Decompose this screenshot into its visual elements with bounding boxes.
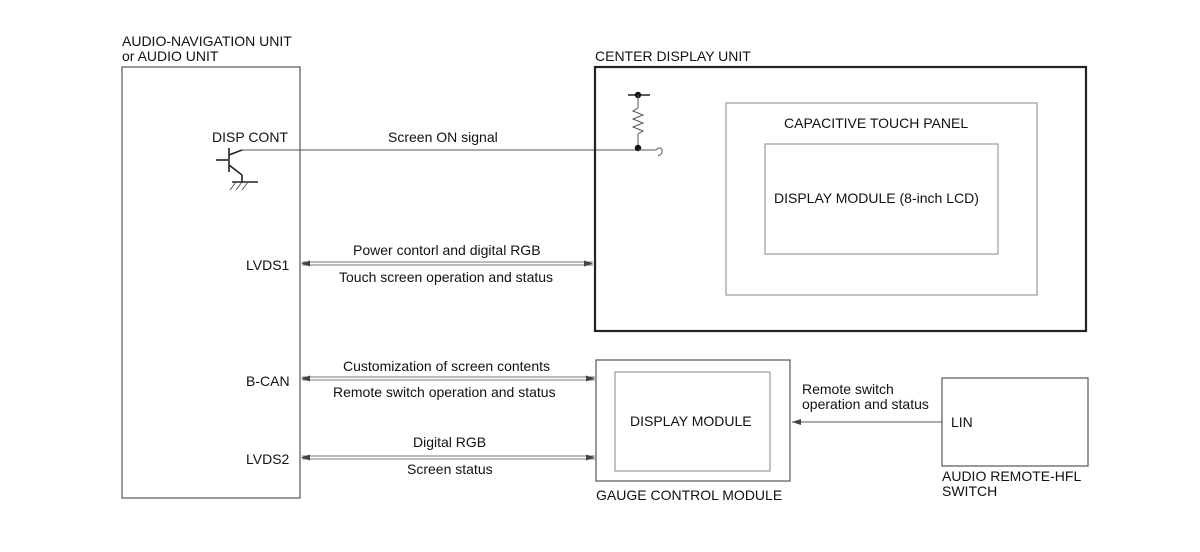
signal-customization-label: Customization of screen contents xyxy=(343,358,550,374)
center-display-unit: CENTER DISPLAY UNIT CAPACITIVE TOUCH PAN… xyxy=(593,48,1088,333)
signal-remote-switch-status-label: Remote switch operation and status xyxy=(333,384,556,400)
transistor-symbol xyxy=(216,148,258,191)
gauge-display-module-label: DISPLAY MODULE xyxy=(630,413,752,429)
signal-touch-screen-status-label: Touch screen operation and status xyxy=(339,269,553,285)
lin-link: Remote switch operation and status xyxy=(792,381,942,425)
center-display-title: CENTER DISPLAY UNIT xyxy=(595,48,751,64)
audio-remote-switch-title-line1: AUDIO REMOTE-HFL xyxy=(942,468,1081,484)
center-display-box xyxy=(593,65,1088,333)
lvds2-link: Digital RGB Screen status xyxy=(301,434,595,477)
lvds1-link: Power contorl and digital RGB Touch scre… xyxy=(301,242,593,285)
signal-screen-status-label: Screen status xyxy=(407,461,493,477)
port-bcan-label: B-CAN xyxy=(246,373,290,389)
signal-power-control-rgb-label: Power contorl and digital RGB xyxy=(353,242,541,258)
touch-panel-label: CAPACITIVE TOUCH PANEL xyxy=(784,115,968,131)
lcd-display-module-label: DISPLAY MODULE (8-inch LCD) xyxy=(774,190,979,206)
audio-nav-title-line2: or AUDIO UNIT xyxy=(122,48,219,64)
screen-on-signal-line: Screen ON signal xyxy=(242,129,638,151)
port-lvds1-label: LVDS1 xyxy=(246,257,290,273)
gauge-control-module: DISPLAY MODULE GAUGE CONTROL MODULE xyxy=(595,359,791,503)
audio-nav-title-line1: AUDIO-NAVIGATION UNIT xyxy=(122,33,292,49)
audio-remote-switch: LIN AUDIO REMOTE-HFL SWITCH xyxy=(941,377,1089,499)
lcd-display-module-box xyxy=(764,143,999,255)
capacitive-touch-panel-box xyxy=(725,102,1038,296)
signal-lin-label-line2: operation and status xyxy=(802,396,929,412)
port-disp-cont-label: DISP CONT xyxy=(212,129,288,145)
gauge-control-module-box xyxy=(595,359,791,482)
audio-navigation-unit: AUDIO-NAVIGATION UNIT or AUDIO UNIT DISP… xyxy=(121,33,301,499)
pull-up-resistor-symbol xyxy=(628,91,663,157)
audio-remote-switch-title-line2: SWITCH xyxy=(942,483,997,499)
audio-remote-switch-box xyxy=(941,377,1089,467)
gauge-control-module-title: GAUGE CONTROL MODULE xyxy=(596,487,782,503)
bcan-link: Customization of screen contents Remote … xyxy=(301,358,595,400)
signal-digital-rgb-label: Digital RGB xyxy=(413,434,486,450)
port-lvds2-label: LVDS2 xyxy=(246,451,290,467)
signal-screen-on-label: Screen ON signal xyxy=(388,129,498,145)
audio-nav-box xyxy=(121,66,301,499)
signal-lin-label-line1: Remote switch xyxy=(802,381,894,397)
gauge-display-module-box xyxy=(614,371,771,472)
lin-port-label: LIN xyxy=(951,414,973,430)
